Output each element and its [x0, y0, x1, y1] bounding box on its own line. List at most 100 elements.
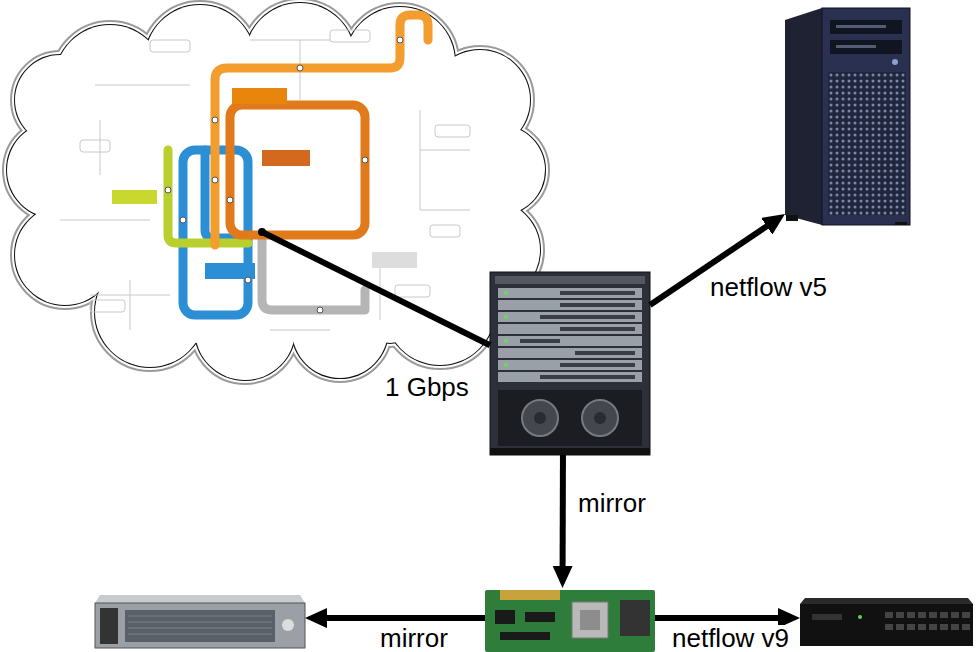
rack-server-part [95, 595, 305, 603]
tower-server [785, 8, 910, 225]
subway-map-part-part [330, 30, 370, 42]
cloud-outline [7, 3, 545, 380]
router-chassis-part-part [498, 288, 642, 298]
router-chassis-part [522, 400, 558, 436]
router-chassis-part-part [560, 327, 635, 331]
probe-appliance [800, 598, 973, 646]
probe-appliance-part-part [929, 624, 937, 630]
subway-map-part-part [250, 40, 330, 41]
subway-map-part-part [297, 65, 303, 71]
subway-map-part-part [165, 187, 171, 193]
subway-map-part-part [80, 140, 110, 152]
tower-server-part [836, 25, 886, 28]
subway-map-part [262, 150, 310, 166]
subway-map-part-part [95, 85, 190, 86]
capture-card [485, 588, 655, 652]
subway-map [60, 15, 470, 330]
subway-map-part-part [317, 307, 323, 313]
connector-line [655, 615, 788, 621]
rack-server-part [125, 610, 275, 642]
subway-map-part-part [397, 37, 403, 43]
router-chassis-part-part [504, 291, 508, 295]
tower-server-part [828, 72, 906, 215]
subway-map-part [168, 15, 428, 315]
probe-appliance-part-part [896, 612, 904, 618]
cloud-network [5, 0, 545, 380]
router-chassis-part [582, 400, 618, 436]
probe-appliance-part-part [929, 612, 937, 618]
tower-server-part [895, 222, 907, 225]
subway-map-part-part [395, 285, 430, 297]
probe-appliance-part-part [907, 624, 915, 630]
capture-card-part [572, 602, 608, 638]
rack-server-part [128, 616, 272, 634]
router-chassis-part-part [575, 351, 635, 355]
rack-server [95, 595, 305, 648]
subway-map-part-part [130, 280, 131, 330]
rack-server-part-part [128, 628, 272, 629]
subway-map-part [60, 30, 470, 330]
collector-server [785, 5, 910, 225]
rack-server-part [95, 603, 305, 648]
router-chassis-part [490, 448, 650, 455]
subway-map-part-part [362, 157, 368, 163]
probe-appliance-part-part [918, 612, 926, 618]
cloud-outline-part [7, 3, 545, 380]
router-chassis-part-part [520, 339, 560, 343]
subway-map-part [372, 252, 417, 268]
capture-card-part [500, 632, 550, 640]
subway-map-part-part [90, 300, 125, 312]
subway-map-part-part [150, 40, 190, 52]
capture-card-part [495, 610, 515, 624]
router-chassis-part [498, 390, 642, 446]
subway-map-part [232, 88, 287, 104]
router-chassis-part [498, 288, 642, 382]
connector-line [560, 455, 566, 576]
capture-card-part [500, 590, 560, 600]
router-chassis [490, 272, 650, 455]
edge-label: netflow v9 [672, 625, 789, 651]
connector-line [317, 615, 485, 621]
router-chassis-part-part [498, 324, 642, 334]
connector-line [262, 232, 490, 345]
probe-appliance-part-part [940, 624, 948, 630]
router-chassis-part [534, 412, 546, 424]
netflow-probe [800, 598, 973, 648]
probe-appliance-part-part [918, 624, 926, 630]
router-chassis-part [504, 291, 508, 367]
tower-server-part [830, 20, 902, 34]
rack-server-part-part [128, 622, 272, 623]
rack-server-part-part [128, 634, 272, 635]
subway-map-part-part [212, 177, 218, 183]
subway-map-part-part [212, 117, 218, 123]
router-chassis-part-part [560, 303, 635, 307]
router-chassis-part [495, 276, 645, 284]
probe-appliance-part [885, 612, 970, 630]
cloud-outline-part [7, 3, 545, 380]
edge-label: mirror [380, 625, 448, 651]
capture-card-part [620, 600, 650, 636]
probe-appliance-part [812, 614, 842, 620]
subway-map-part [112, 190, 157, 204]
subway-map-part-part [180, 217, 186, 223]
subway-map-part-part [420, 150, 470, 151]
rack-server-part-part [128, 616, 272, 617]
subway-map-part-part [230, 105, 365, 235]
router-chassis-part [490, 272, 650, 455]
router-chassis-part-part [498, 312, 642, 322]
edge-label: 1 Gbps [385, 374, 469, 400]
router-chassis-part-part [540, 315, 635, 319]
tower-server-part [822, 8, 910, 225]
router-chassis-part [594, 412, 606, 424]
cloud-outline-part [7, 3, 545, 380]
tower-server-part [892, 59, 898, 65]
subway-map-part-part [270, 330, 330, 331]
subway-map-part-part [435, 125, 470, 137]
probe-appliance-part-part [885, 612, 893, 618]
rack-server-part [282, 619, 294, 631]
probe-appliance-part [800, 598, 973, 604]
